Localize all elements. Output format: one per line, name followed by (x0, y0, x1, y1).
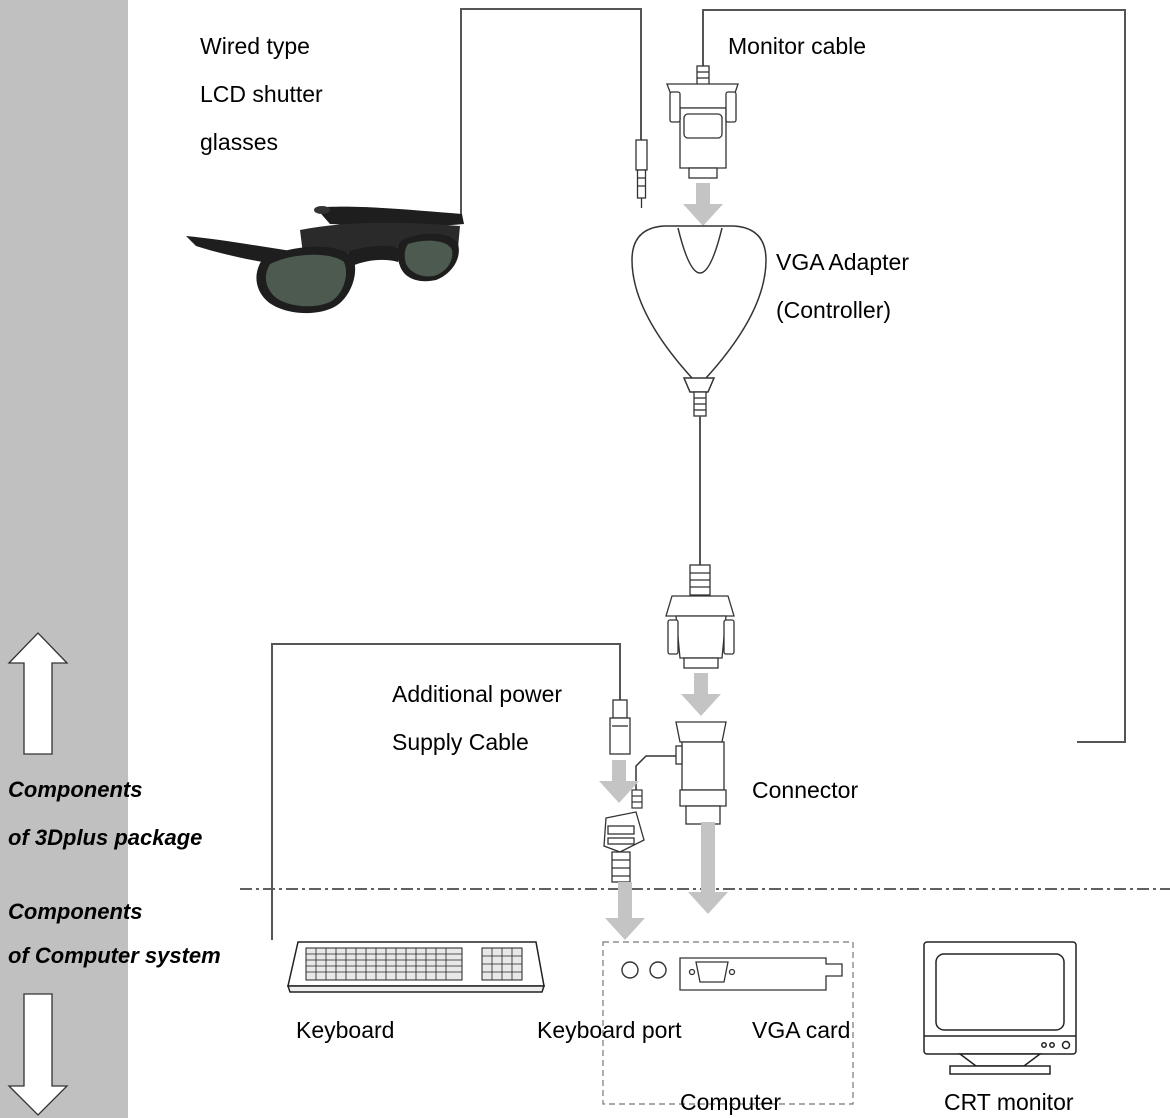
vga-adapter-label-line2: (Controller) (776, 297, 892, 323)
keyboard-icon (286, 941, 546, 993)
adapter-strain-relief (693, 391, 707, 417)
keyboard-port-icon (621, 961, 639, 979)
glasses-cable (460, 8, 642, 215)
monitor-return-cable (702, 9, 1126, 743)
computer-label: Computer (680, 1089, 781, 1115)
ps2-connector (603, 811, 645, 883)
monitor-cable-label: Monitor cable (728, 33, 867, 59)
glasses-label-line3: glasses (200, 129, 278, 155)
crt-monitor-label: CRT monitor (944, 1089, 1074, 1115)
flow-arrow (599, 760, 639, 803)
vga-cable-plug (665, 564, 735, 669)
mouse-port-icon (649, 961, 667, 979)
sidebar-band (0, 0, 128, 1118)
system-section-label-line2: of Computer system (8, 943, 221, 968)
system-section-label-line1: Components (8, 899, 143, 924)
vga-adapter (631, 225, 767, 393)
monitor-cable-plug (666, 65, 739, 179)
connector-label: Connector (752, 777, 859, 803)
keyboard-label: Keyboard (296, 1017, 395, 1043)
flow-arrow (688, 822, 728, 914)
package-section-label-line2: of 3Dplus package (8, 825, 203, 850)
flow-arrow (681, 673, 721, 716)
connector (675, 721, 727, 825)
power-cable-plug (609, 699, 631, 755)
pigtail-jack (631, 789, 643, 809)
connector-pigtail (635, 755, 676, 790)
crt-monitor-icon (923, 941, 1077, 1075)
flow-arrow (683, 183, 723, 226)
package-section-label-line1: Components (8, 777, 143, 802)
keyboard-port-label: Keyboard port (537, 1017, 682, 1043)
glasses-label-line2: LCD shutter (200, 81, 323, 107)
power-cable-label-line1: Additional power (392, 681, 563, 707)
vga-card-label: VGA card (752, 1017, 851, 1043)
keyboard-cable (271, 643, 621, 940)
flow-arrow (605, 882, 645, 940)
power-cable-label-line2: Supply Cable (392, 729, 529, 755)
shutter-glasses-icon (186, 206, 464, 314)
glasses-label-line1: Wired type (200, 33, 310, 59)
vga-adapter-label-line1: VGA Adapter (776, 249, 909, 275)
vga-card-icon (679, 957, 843, 991)
down-arrow-icon (7, 993, 69, 1116)
computer-outline (602, 941, 854, 1105)
up-arrow-icon (7, 632, 69, 755)
glasses-jack-plug (635, 139, 648, 208)
